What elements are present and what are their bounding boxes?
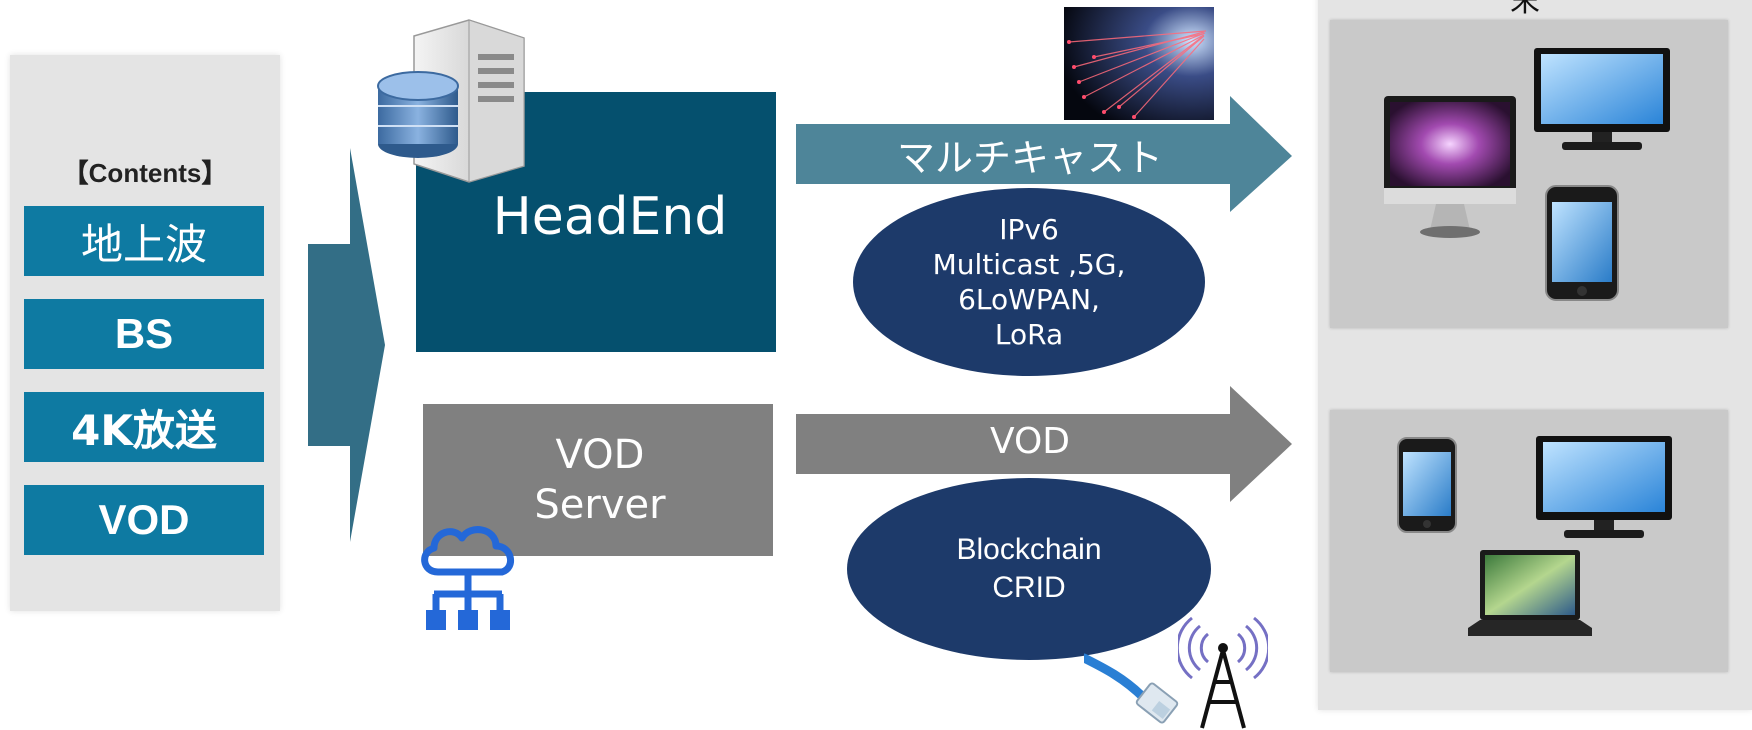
vod-server-label-line2: Server [534, 482, 666, 528]
multicast-arrow [796, 96, 1292, 212]
contents-to-headend-arrow [308, 148, 385, 542]
blockchain-ellipse: Blockchain CRID [847, 478, 1211, 660]
ethernet-cable-icon [1084, 653, 1179, 724]
multicast-arrow-label: マルチキャスト [896, 135, 1163, 180]
fiber-optic-image [1064, 7, 1214, 120]
laptop-icon [1468, 550, 1592, 636]
multicast-protocols-ellipse: IPv6 Multicast ,5G, 6LoWPAN, LoRa [853, 188, 1205, 376]
antenna-icon [1178, 616, 1268, 729]
ellipse-line: LoRa [994, 318, 1064, 351]
devices-panel-title: 末 [1510, 0, 1540, 19]
ellipse-line: CRID [992, 571, 1066, 604]
ellipse-line: Multicast ,5G, [932, 248, 1126, 281]
smartphone-icon [1545, 185, 1619, 301]
imac-icon [1384, 96, 1516, 238]
cloud-network-icon [421, 526, 514, 630]
content-item-4k: 4K放送 [24, 392, 264, 462]
ellipse-line: 6LoWPAN, [958, 283, 1100, 316]
contents-title: 【Contents】 [62, 157, 228, 188]
monitor-icon [1536, 436, 1672, 538]
content-item-bs: BS [24, 299, 264, 369]
vod-arrow-label: VOD [989, 420, 1071, 462]
headend-label: HeadEnd [492, 187, 728, 247]
contents-panel: 【Contents】 地上波 BS 4K放送 VOD [10, 55, 280, 611]
vod-server-label-line1: VOD [555, 432, 645, 478]
ellipse-line: IPv6 [999, 213, 1059, 246]
content-item-terrestrial: 地上波 [24, 206, 264, 276]
content-item-vod: VOD [24, 485, 264, 555]
server-database-icon [377, 19, 525, 183]
ellipse-line: Blockchain [956, 533, 1102, 566]
monitor-icon [1534, 48, 1670, 150]
vod-arrow [796, 386, 1292, 502]
smartphone-icon [1397, 437, 1457, 533]
